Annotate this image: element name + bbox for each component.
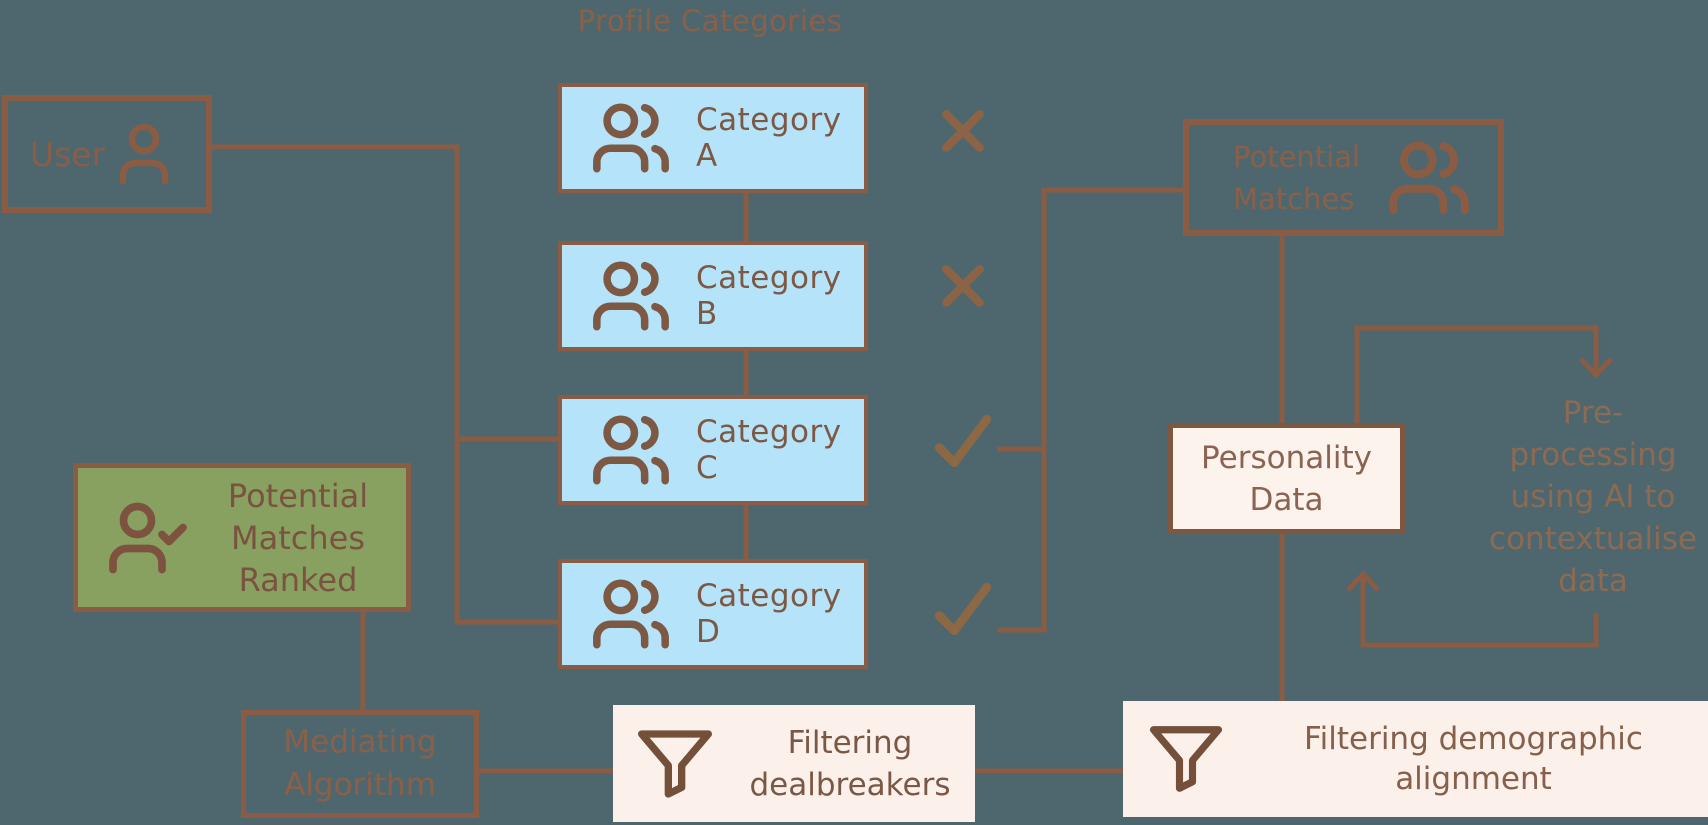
users-icon (1386, 135, 1472, 221)
node-potential-matches: Potential Matches (1183, 119, 1504, 236)
users-icon (590, 409, 672, 491)
user-check-icon (106, 496, 190, 580)
category-label: Category D (696, 578, 842, 650)
x-mark-icon (938, 261, 988, 311)
x-mark-icon (938, 106, 988, 156)
user-label: User (30, 134, 106, 174)
demographic-line1: Filtering demographic (1304, 721, 1643, 757)
preprocessing-line: data (1558, 563, 1628, 599)
mediating-line2: Algorithm (284, 767, 436, 803)
category-label: Category A (696, 102, 842, 174)
demographic-line2: alignment (1395, 761, 1552, 797)
preprocessing-label: Pre- processing using AI to contextualis… (1468, 392, 1708, 602)
preprocessing-line: contextualise (1489, 521, 1697, 557)
node-potential-matches-ranked: Potential Matches Ranked (73, 463, 411, 612)
node-personality-data: Personality Data (1168, 423, 1405, 534)
check-mark-icon (933, 583, 993, 635)
users-icon (590, 573, 672, 655)
users-icon (590, 255, 672, 337)
node-category-b: Category B (558, 241, 868, 351)
node-filtering-demographic: Filtering demographic alignment (1123, 701, 1708, 817)
potential-matches-line1: Potential (1233, 139, 1361, 174)
preprocessing-line: processing (1509, 437, 1677, 473)
check-mark-icon (933, 415, 993, 467)
personality-line2: Data (1249, 481, 1324, 518)
node-category-d: Category D (558, 559, 868, 669)
dealbreakers-line2: dealbreakers (749, 766, 951, 803)
potential-matches-line2: Matches (1233, 181, 1355, 216)
category-label: Category C (696, 414, 842, 486)
diagram-title: Profile Categories (577, 4, 843, 38)
preprocessing-line: Pre- (1562, 395, 1624, 431)
node-category-c: Category C (558, 395, 868, 505)
funnel-icon (1147, 720, 1225, 798)
ranked-line1: Potential (227, 476, 369, 515)
category-label: Category B (696, 260, 842, 332)
mediating-line1: Mediating (283, 724, 437, 760)
user-icon (108, 118, 180, 190)
ranked-line2: Matches (231, 518, 365, 557)
ranked-line3: Ranked (238, 560, 358, 599)
users-icon (590, 97, 672, 179)
node-filtering-dealbreakers: Filtering dealbreakers (613, 705, 975, 822)
funnel-icon (635, 724, 715, 804)
node-mediating-algorithm: Mediating Algorithm (241, 710, 479, 818)
personality-line1: Personality (1201, 439, 1372, 476)
arrow-down-icon (1579, 357, 1613, 379)
preprocessing-line: using AI to (1510, 479, 1676, 515)
dealbreakers-line1: Filtering (787, 724, 913, 761)
node-category-a: Category A (558, 83, 868, 193)
arrow-up-icon (1346, 570, 1380, 592)
node-user: User (2, 95, 212, 213)
